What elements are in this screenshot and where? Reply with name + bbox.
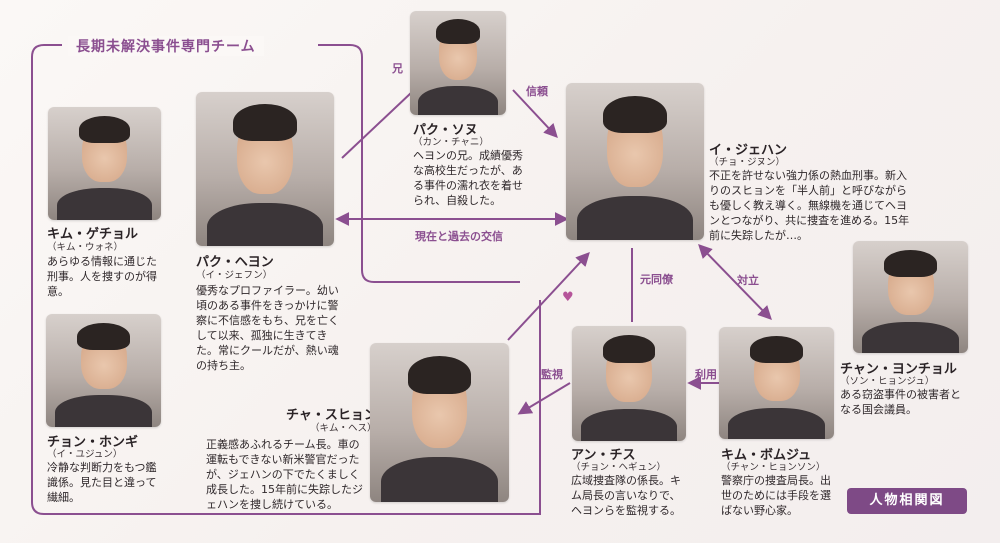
love-arrow: [507, 251, 590, 341]
jung-hongi-actor: （イ・ユジュン）: [47, 449, 123, 460]
lee-jaehan-photo: [566, 83, 704, 240]
kim-bumju-actor: （チャン・ヒョンソン）: [721, 462, 826, 473]
relation-trust: 信頼: [526, 85, 548, 98]
relation-conflict: 対立: [737, 274, 759, 287]
park-sonu-name: パク・ソヌ: [413, 123, 478, 138]
relation-watch: 監視: [541, 368, 563, 381]
kim-gecheol-actor: （キム・ウォネ）: [47, 242, 124, 253]
team-frame-top: [318, 44, 520, 283]
kim-gecheol-name: キム・ゲチョル: [47, 227, 139, 242]
jang-youngchul-photo: [853, 241, 968, 353]
kim-gecheol-desc: あらゆる情報に通じた刑事。人を捜すのが得意。: [47, 255, 157, 298]
lee-jaehan-name: イ・ジェハン: [709, 143, 788, 158]
cha-suhyun-photo: [370, 343, 509, 502]
park-sonu-desc: ヘヨンの兄。成績優秀な高校生だったが、ある事件の濡れ衣を着せられ、自殺した。: [413, 149, 523, 207]
park-haeyoung-photo: [196, 92, 334, 246]
cha-suhyun-desc: 正義感あふれるチーム長。車の運転もできない新米警官だったが、ジェハンの下でたくま…: [206, 438, 363, 511]
park-haeyoung-actor: （イ・ジェフン）: [196, 270, 273, 281]
cha-suhyun-name: チャ・スヒョン: [286, 408, 377, 423]
jung-hongi-name: チョン・ホンギ: [47, 435, 139, 450]
park-sonu-photo: [410, 11, 506, 115]
trust-arrow: [512, 89, 558, 139]
watch-arrow: [517, 382, 571, 415]
relation-use: 利用: [695, 368, 717, 381]
team-frame: [31, 44, 541, 515]
cha-suhyun-actor: （キム・ヘス）: [310, 423, 377, 434]
jang-youngchul-actor: （ソン・ヒョンジュ）: [840, 376, 935, 387]
jang-youngchul-name: チャン・ヨンチョル: [840, 362, 957, 377]
jung-hongi-desc: 冷静な判断力をもつ鑑識係。見た目と違って繊細。: [47, 461, 157, 504]
ahn-chisu-actor: （チョン・ヘギュン）: [571, 462, 667, 473]
kim-bumju-desc: 警察庁の捜査局長。出世のためには手段を選ばない野心家。: [721, 474, 831, 517]
ahn-chisu-photo: [572, 326, 686, 441]
ahn-chisu-name: アン・チス: [571, 448, 636, 463]
correlation-chart-badge: 人物相関図: [847, 488, 967, 514]
relation-former-colleague: 元同僚: [640, 273, 673, 286]
team-label: 長期未解決事件専門チーム: [68, 36, 264, 56]
park-haeyoung-name: パク・ヘヨン: [196, 255, 274, 270]
relation-cross-time: 現在と過去の交信: [415, 230, 503, 243]
ahn-chisu-desc: 広域捜査隊の係長。キム局長の言いなりで、ヘヨンらを監視する。: [571, 474, 681, 517]
conflict-arrow: [698, 243, 772, 321]
jung-hongi-photo: [46, 314, 161, 427]
kim-bumju-photo: [719, 327, 834, 439]
lee-jaehan-actor: （チョ・ジヌン）: [709, 157, 786, 168]
park-haeyoung-desc: 優秀なプロファイラー。幼い頃のある事件をきっかけに警察に不信感をもち、兄を亡くし…: [196, 284, 339, 372]
lee-jaehan-desc: 不正を許せない強力係の熱血刑事。新入りのスヒョンを「半人前」と呼びながらも優しく…: [709, 169, 910, 242]
kim-bumju-name: キム・ボムジュ: [721, 448, 812, 463]
relation-brother: 兄: [392, 62, 403, 75]
kim-gecheol-photo: [48, 107, 161, 220]
brother-line: [341, 91, 413, 159]
heart-icon: ♥: [562, 290, 574, 305]
park-sonu-actor: （カン・チャニ）: [413, 137, 489, 148]
jang-youngchul-desc: ある窃盗事件の被害者となる国会議員。: [840, 388, 961, 416]
